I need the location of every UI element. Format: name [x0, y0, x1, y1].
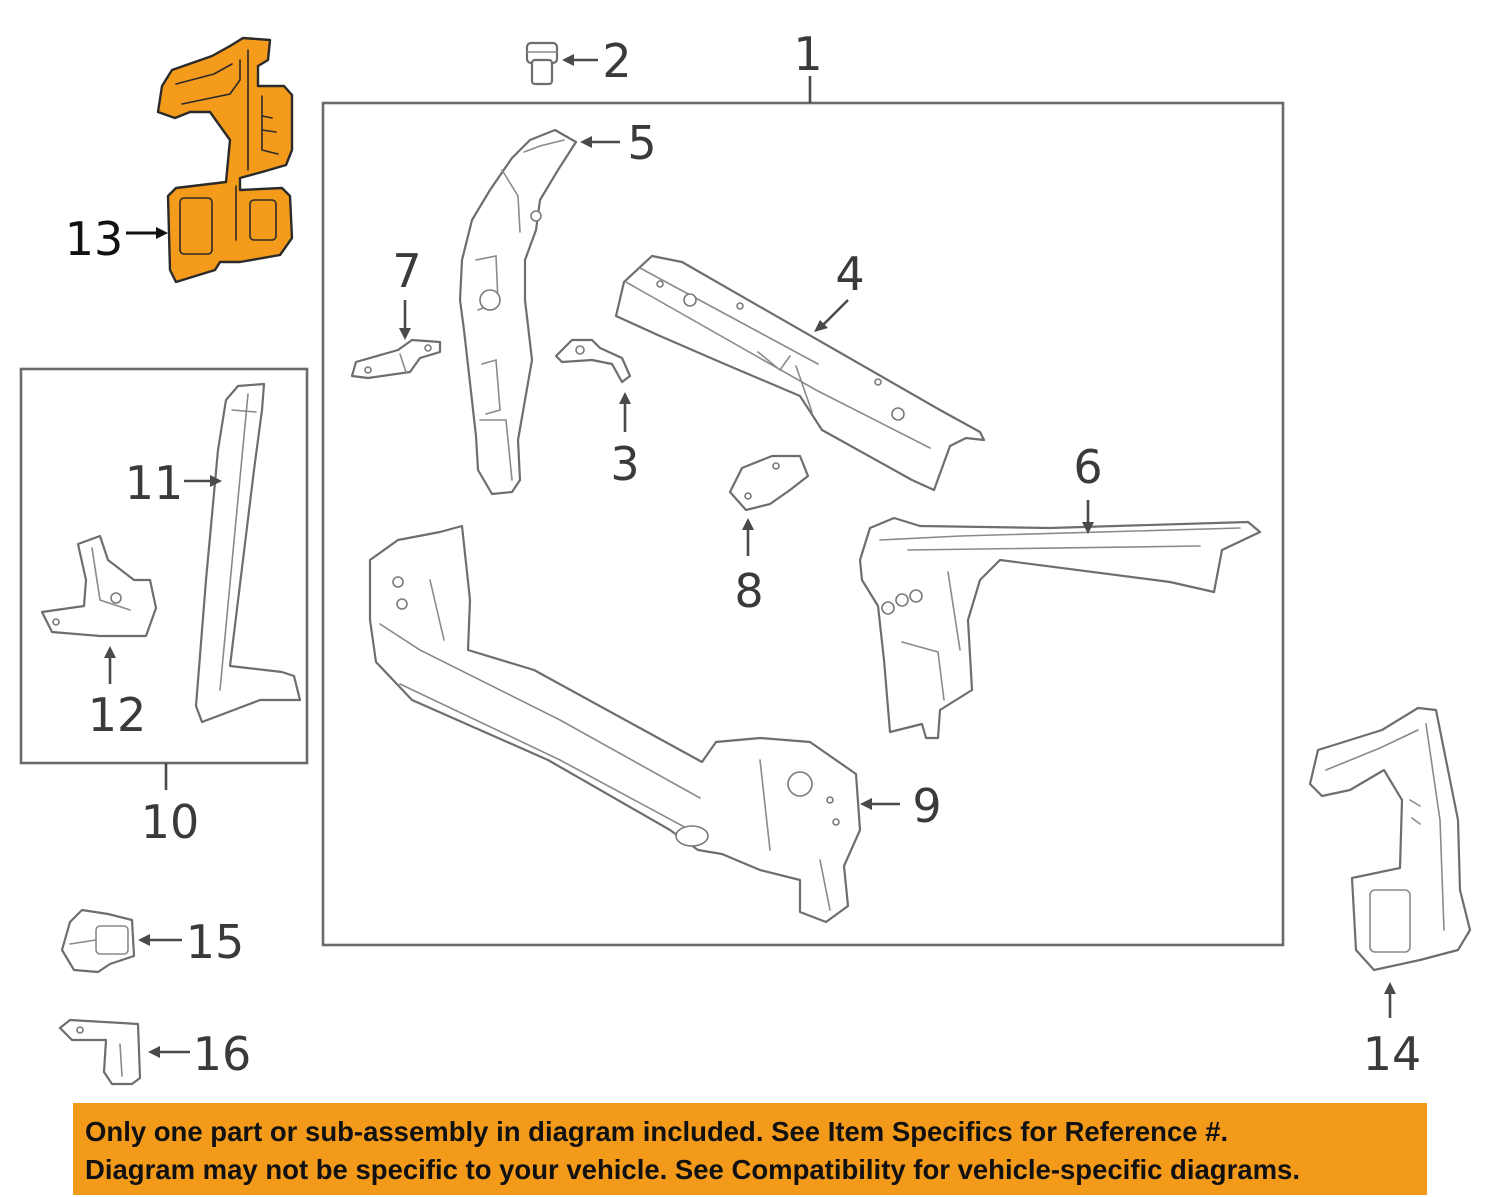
callout-15: 15 [186, 915, 245, 969]
callout-11: 11 [125, 456, 184, 510]
arrowhead-5 [580, 136, 592, 148]
arrowhead-15 [138, 934, 150, 946]
callout-5: 5 [627, 116, 656, 170]
arrowhead-2 [562, 54, 574, 66]
arrowhead-11 [210, 475, 222, 487]
part-7-bracket [350, 338, 442, 380]
part-5-side-support [458, 128, 578, 496]
callout-12: 12 [88, 688, 147, 742]
disclaimer-line-1: Only one part or sub-assembly in diagram… [85, 1116, 1229, 1147]
part-4-upper-tie-bar [614, 254, 986, 492]
arrowhead-6 [1082, 522, 1094, 534]
arrowhead-3 [619, 392, 631, 404]
part-15-sensor [60, 908, 136, 974]
callout-8: 8 [734, 564, 763, 618]
callout-7: 7 [392, 244, 421, 298]
callout-13: 13 [65, 212, 124, 266]
arrowhead-7 [399, 328, 411, 340]
arrowhead-14 [1384, 982, 1396, 994]
callout-2: 2 [602, 34, 631, 88]
callout-14: 14 [1363, 1027, 1422, 1081]
part-2-clip [525, 41, 559, 86]
arrowhead-9 [860, 798, 872, 810]
callout-16: 16 [193, 1027, 252, 1081]
disclaimer-banner: Only one part or sub-assembly in diagram… [73, 1103, 1427, 1195]
part-6-support-member [858, 516, 1262, 740]
callout-3: 3 [610, 437, 639, 491]
part-12-bracket [40, 534, 158, 638]
part-9-lower-support [368, 524, 862, 924]
subassembly-frame-10 [19, 367, 309, 765]
callout-6: 6 [1073, 440, 1102, 494]
callout-9: 9 [912, 779, 941, 833]
part-16-bracket [58, 1018, 142, 1086]
arrowhead-12 [104, 646, 116, 658]
callout-4: 4 [835, 247, 864, 301]
arrowhead-4 [814, 320, 828, 332]
arrowhead-8 [742, 518, 754, 530]
part-3-bracket [554, 338, 632, 384]
part-13-shield [156, 36, 294, 284]
disclaimer-line-2: Diagram may not be specific to your vehi… [85, 1154, 1300, 1185]
part-14-side-shield [1308, 706, 1472, 972]
callout-1: 1 [793, 27, 822, 81]
arrowhead-13 [156, 227, 168, 239]
part-11-vertical-brace [194, 382, 302, 724]
callout-10: 10 [141, 795, 200, 849]
leader-4 [821, 299, 849, 327]
assembly-frame-1 [321, 101, 1285, 947]
arrowhead-16 [148, 1046, 160, 1058]
part-8-bracket [728, 454, 810, 512]
